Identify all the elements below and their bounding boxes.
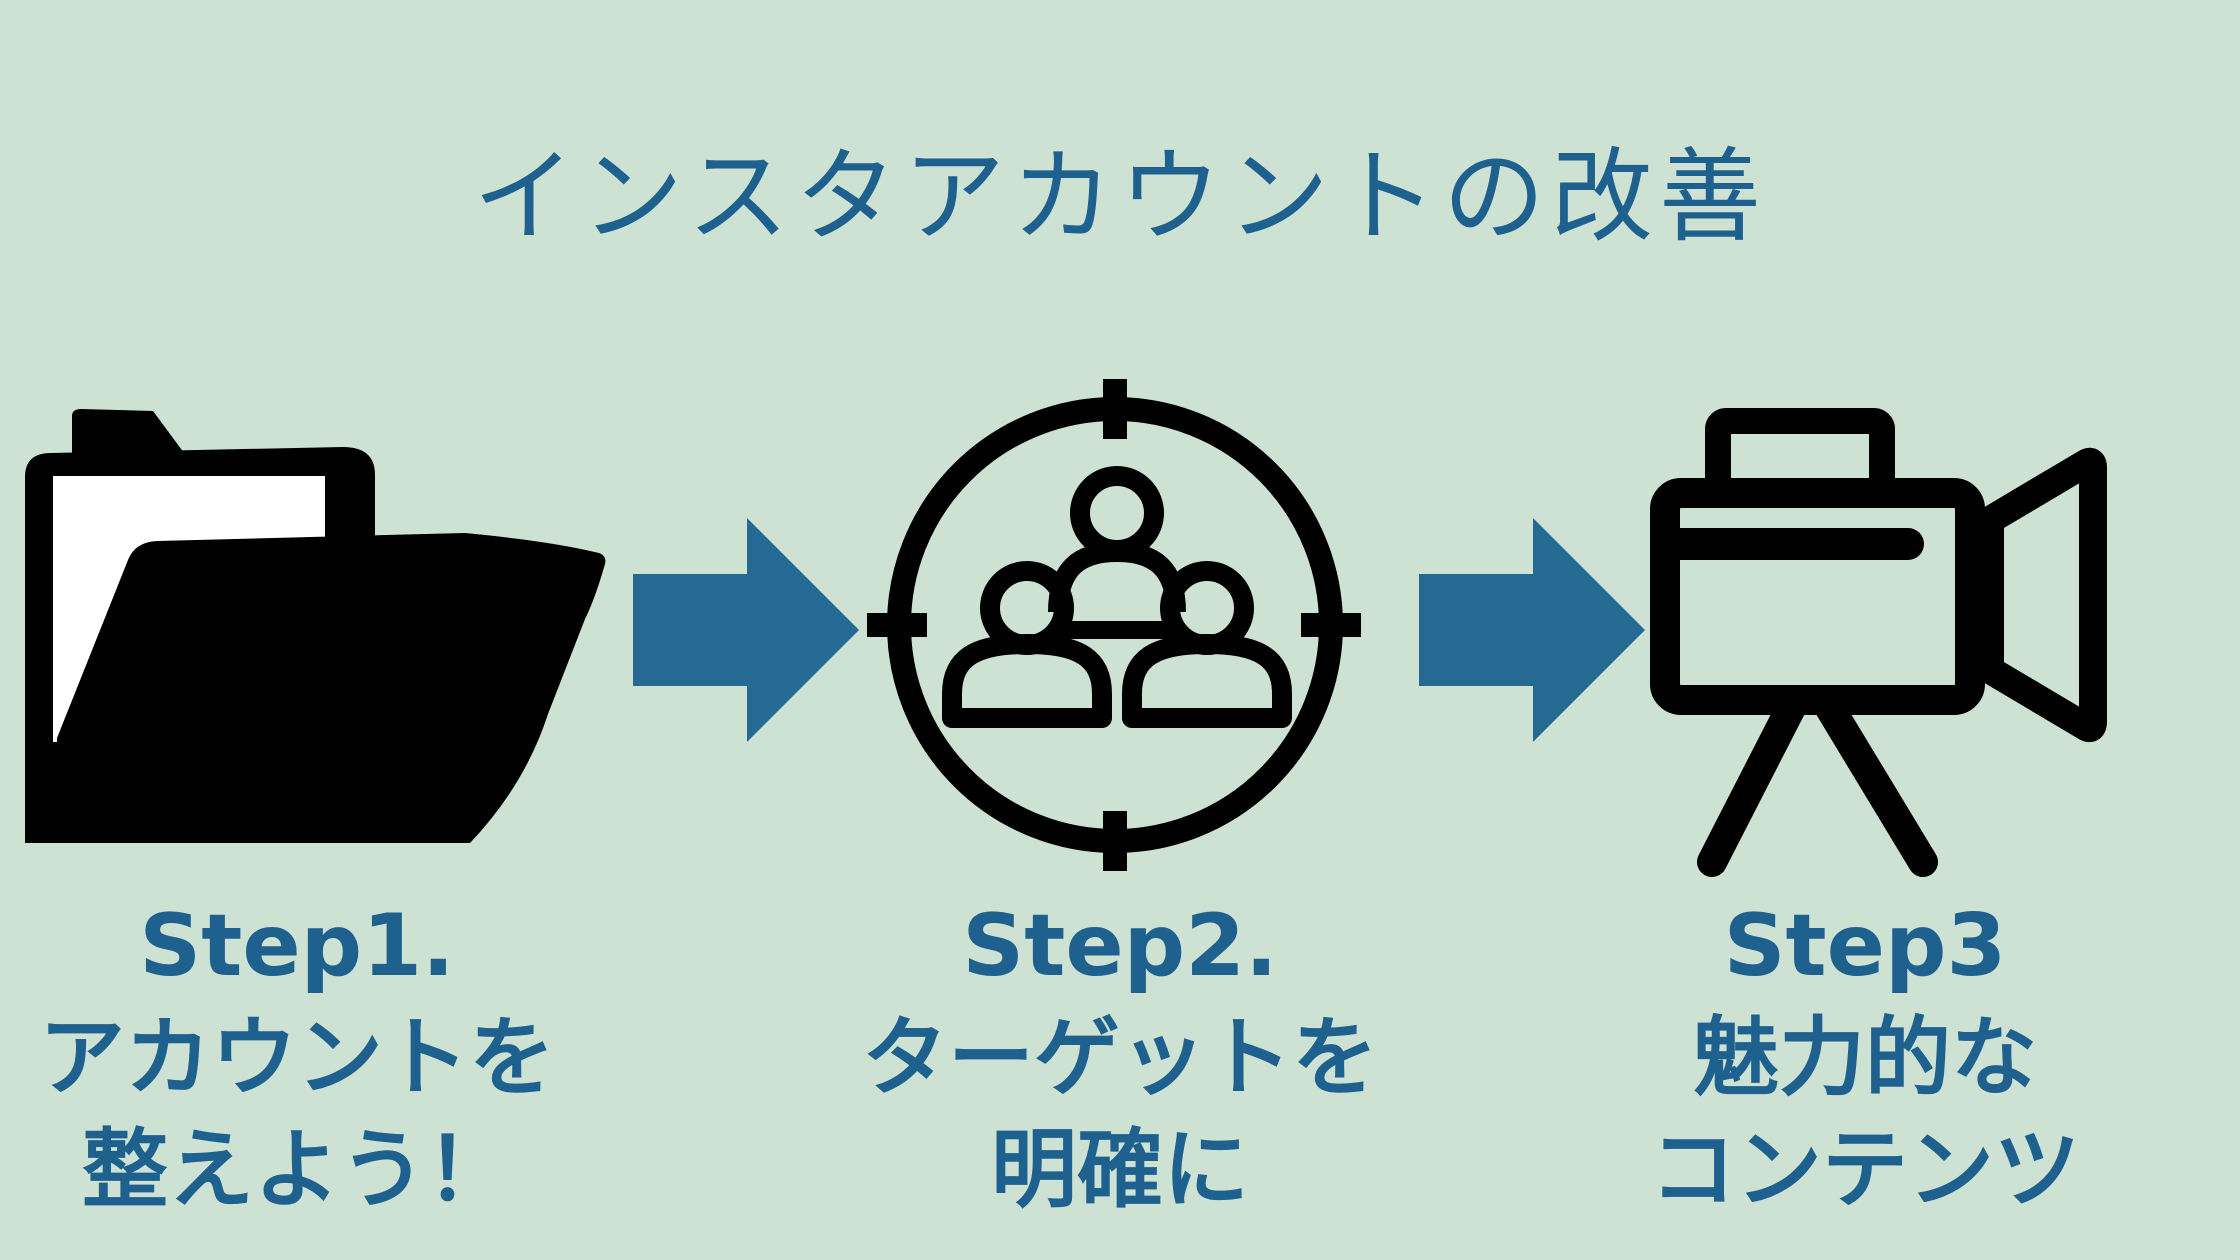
step1-title: Step1. <box>139 896 455 996</box>
step2-text-line1: ターゲットを <box>862 1008 1378 1108</box>
open-folder-icon <box>25 409 606 843</box>
arrow-right-icon-2 <box>1419 518 1645 742</box>
step3-title: Step3 <box>1723 896 2007 996</box>
step3-text-line2: コンテンツ <box>1650 1120 2080 1220</box>
step1-text-line1: アカウントを <box>39 1008 555 1108</box>
video-camera-icon <box>1650 408 2107 877</box>
page-title: インスタアカウントの改善 <box>473 138 1767 257</box>
step3-text-line1: 魅力的な <box>1693 1008 2037 1108</box>
step2-text-line2: 明確に <box>991 1120 1249 1220</box>
step2-label: Step2. ターゲットを 明確に <box>850 890 1390 1226</box>
step1-label: Step1. アカウントを 整えよう！ <box>27 890 567 1226</box>
arrow-right-icon-1 <box>633 518 859 742</box>
target-audience-icon <box>867 379 1361 871</box>
step2-title: Step2. <box>962 896 1278 996</box>
step1-text-line2: 整えよう！ <box>82 1120 512 1220</box>
step3-label: Step3 魅力的な コンテンツ <box>1595 890 2135 1226</box>
